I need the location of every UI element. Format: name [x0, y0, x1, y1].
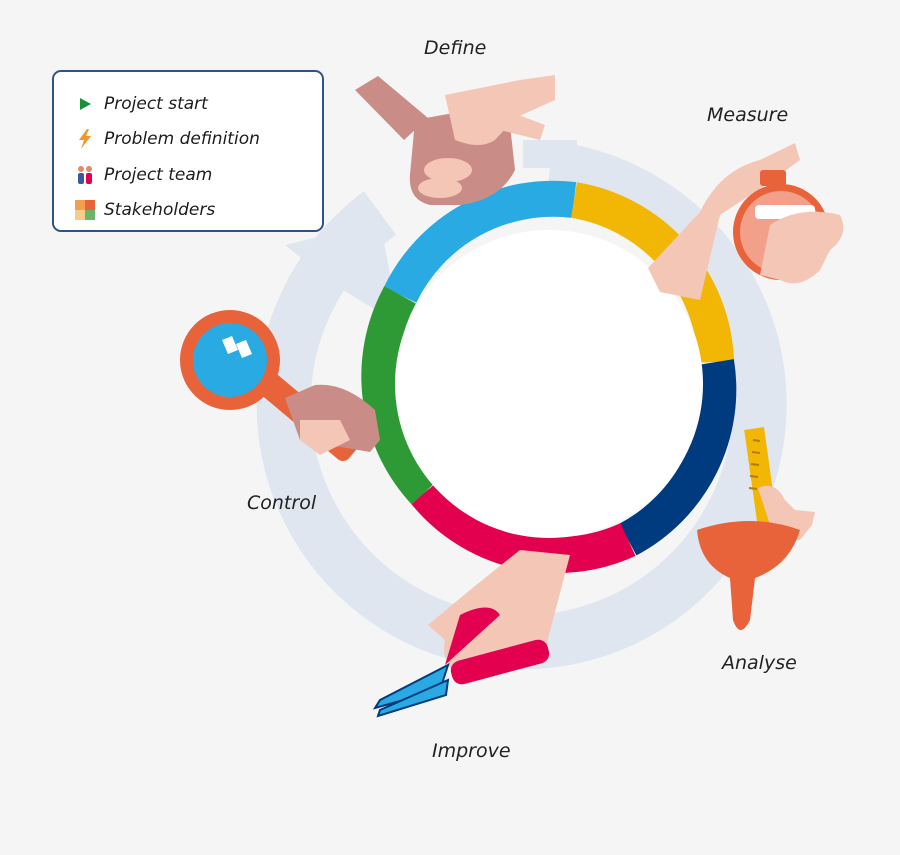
legend-item-project-start: Project start — [74, 86, 322, 122]
color-grid-icon — [74, 199, 96, 221]
funnel-icon — [697, 427, 815, 630]
people-icon — [74, 164, 96, 186]
stopwatch-icon — [648, 143, 844, 300]
legend-item-stakeholders: Stakeholders — [74, 193, 322, 229]
legend-label: Project team — [104, 164, 213, 185]
phase-label-define: Define — [424, 37, 487, 59]
cycle-arrowhead — [285, 222, 400, 325]
ring-segment-analyse — [619, 359, 737, 556]
lightning-icon — [74, 128, 96, 150]
legend-label: Project start — [104, 93, 208, 114]
handshake-icon — [355, 75, 555, 205]
play-triangle-icon — [74, 93, 96, 115]
legend: Project start Problem definition Project… — [52, 70, 324, 232]
phase-label-improve: Improve — [432, 740, 511, 762]
legend-item-project-team: Project team — [74, 157, 322, 193]
magnifier-icon — [180, 310, 380, 462]
phase-label-measure: Measure — [707, 104, 789, 126]
legend-label: Stakeholders — [104, 200, 216, 221]
ring-segment-control — [361, 286, 439, 505]
pliers-icon — [372, 550, 570, 718]
ring-segment-improve — [410, 480, 636, 574]
phase-ring — [361, 180, 737, 574]
phase-label-control: Control — [247, 492, 317, 514]
legend-label: Problem definition — [104, 129, 260, 150]
center-circle — [395, 230, 703, 538]
phase-label-analyse: Analyse — [722, 652, 797, 674]
legend-item-problem-definition: Problem definition — [74, 122, 322, 158]
ring-segment-define — [383, 180, 577, 304]
